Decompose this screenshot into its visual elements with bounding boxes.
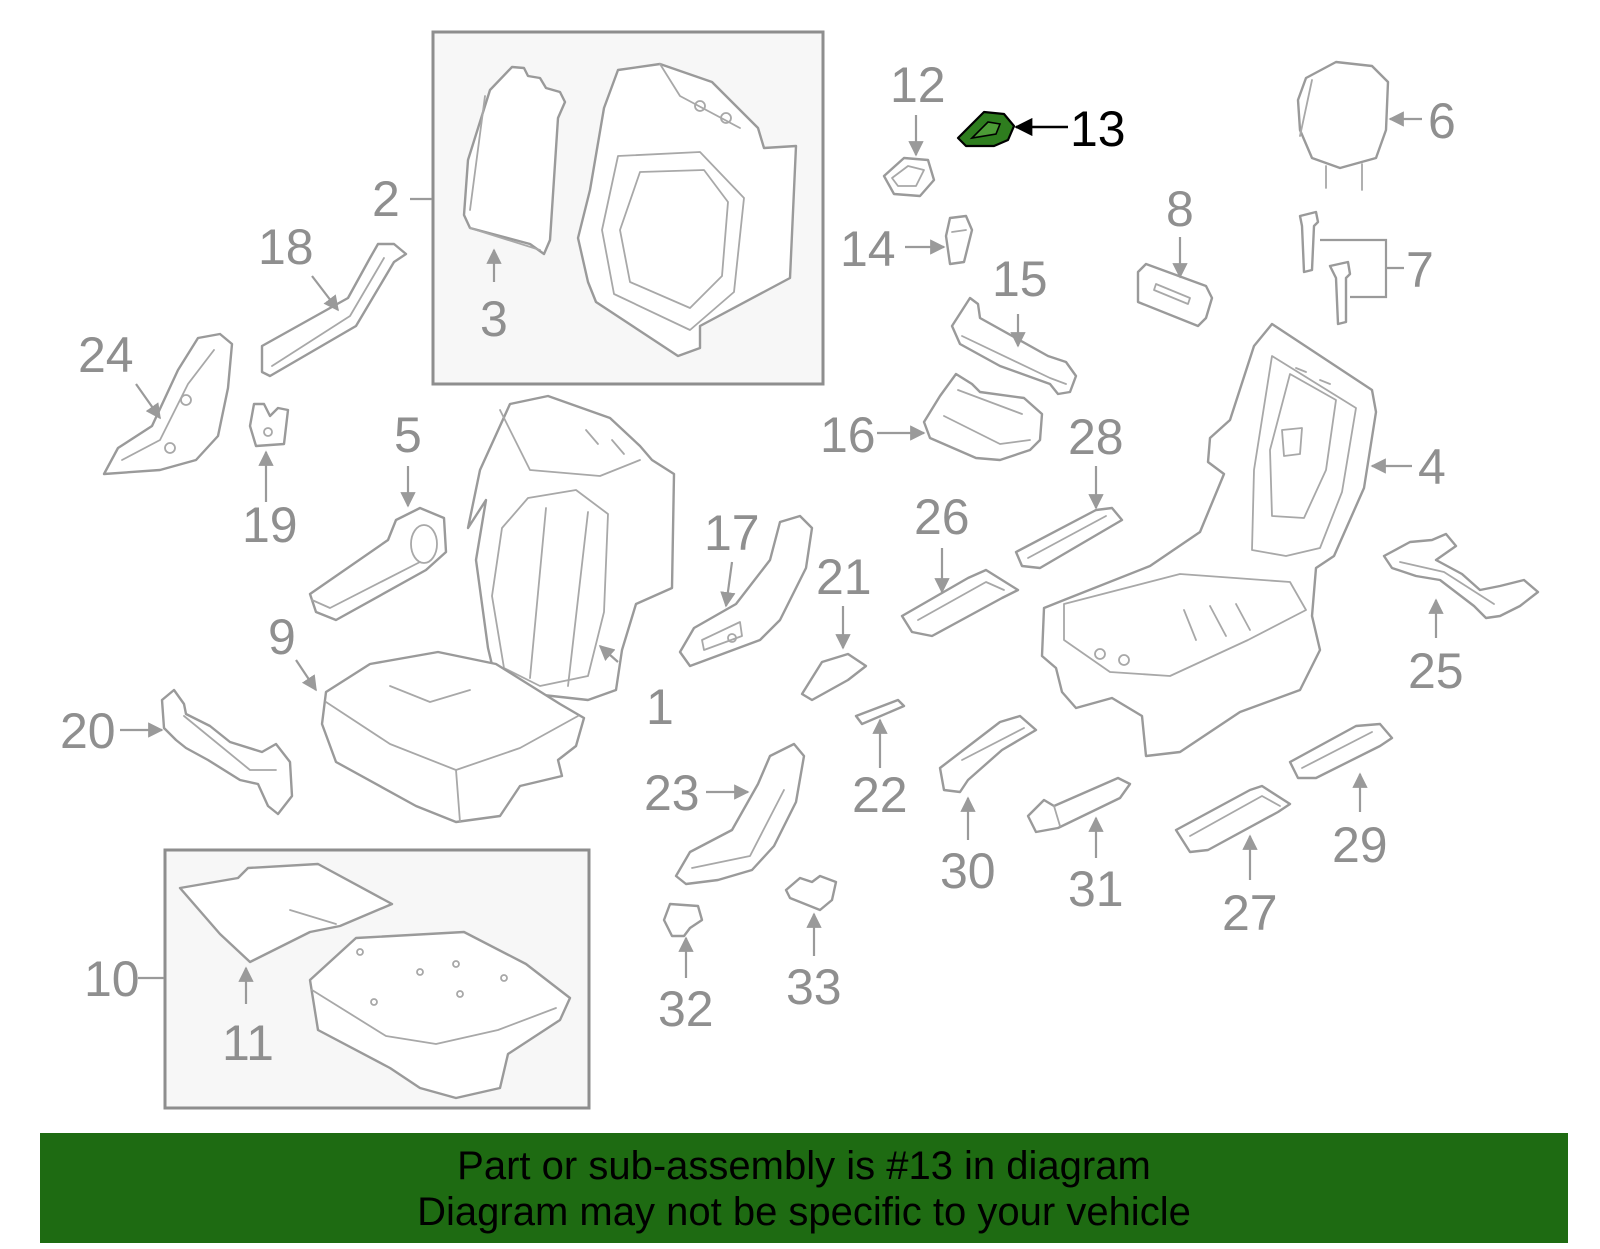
part-9-cushion <box>320 650 586 824</box>
part-group-2-box <box>431 30 825 386</box>
part-24-bracket <box>102 332 234 476</box>
callout-23: 23 <box>644 765 700 821</box>
banner-line-1: Part or sub-assembly is #13 in diagram <box>457 1144 1151 1188</box>
part-17-cover <box>678 514 814 668</box>
callout-15: 15 <box>992 251 1048 307</box>
part-7-guides <box>1298 210 1404 326</box>
callout-10: 10 <box>84 951 140 1007</box>
info-banner: Part or sub-assembly is #13 in diagram D… <box>40 1133 1568 1243</box>
part-29-trim <box>1288 722 1394 780</box>
callout-3: 3 <box>480 291 508 347</box>
callout-18: 18 <box>258 219 314 275</box>
callout-7: 7 <box>1406 242 1434 298</box>
part-19-clip <box>248 402 290 448</box>
callout-33: 33 <box>786 959 842 1015</box>
part-26-trim <box>900 568 1020 638</box>
callout-19: 19 <box>242 497 298 553</box>
callout-32: 32 <box>658 981 714 1037</box>
callout-16: 16 <box>820 407 876 463</box>
callout-9: 9 <box>268 609 296 665</box>
callout-1: 1 <box>646 679 674 735</box>
part-13-highlighted <box>956 110 1068 148</box>
part-3-shape <box>462 65 567 256</box>
callout-labels: 1 2 3 4 5 6 7 8 9 10 11 12 13 14 15 16 1… <box>60 57 1464 1071</box>
callout-13: 13 <box>1070 101 1126 157</box>
part-16-bracket <box>922 372 1044 462</box>
leader-lines <box>120 111 1444 1004</box>
banner-line-2: Diagram may not be specific to your vehi… <box>417 1190 1191 1234</box>
part-21-shape <box>800 652 868 702</box>
callout-27: 27 <box>1222 885 1278 941</box>
part-1-backrest <box>466 394 676 702</box>
part-28-trim <box>1014 506 1124 570</box>
callout-29: 29 <box>1332 817 1388 873</box>
callout-8: 8 <box>1166 181 1194 237</box>
callout-22: 22 <box>852 767 908 823</box>
part-23-cover <box>674 742 806 886</box>
part-6-headrest <box>1296 60 1390 191</box>
callout-4: 4 <box>1418 439 1446 495</box>
part-11-shape <box>178 862 394 964</box>
callout-6: 6 <box>1428 93 1456 149</box>
part-8-bracket <box>1136 262 1214 328</box>
callout-20: 20 <box>60 703 116 759</box>
callout-11: 11 <box>222 1015 274 1071</box>
callout-24: 24 <box>78 327 134 383</box>
callout-5: 5 <box>394 407 422 463</box>
callout-25: 25 <box>1408 643 1464 699</box>
part-12-shape <box>882 156 936 198</box>
callout-26: 26 <box>914 489 970 545</box>
callout-31: 31 <box>1068 861 1124 917</box>
callout-17: 17 <box>704 505 760 561</box>
part-group-10-box <box>163 848 591 1110</box>
callout-14: 14 <box>840 221 896 277</box>
callout-21: 21 <box>816 549 872 605</box>
callout-28: 28 <box>1068 409 1124 465</box>
callout-2: 2 <box>372 171 400 227</box>
part-5-armrest <box>308 506 448 622</box>
part-27-trim <box>1174 784 1292 854</box>
part-22-clip <box>854 698 906 726</box>
part-30-trim <box>938 714 1038 794</box>
part-31-trim <box>1026 776 1132 834</box>
part-10-foam-shape <box>308 930 572 1100</box>
part-25-bracket <box>1382 532 1540 620</box>
part-33-clip <box>784 874 838 912</box>
part-15-rail <box>950 296 1078 396</box>
part-20-wire-trim <box>160 688 294 816</box>
callout-30: 30 <box>940 843 996 899</box>
part-4-frame <box>1040 322 1378 758</box>
part-32-clip <box>662 902 704 938</box>
callout-12: 12 <box>890 57 946 113</box>
part-14-shape <box>944 214 974 266</box>
